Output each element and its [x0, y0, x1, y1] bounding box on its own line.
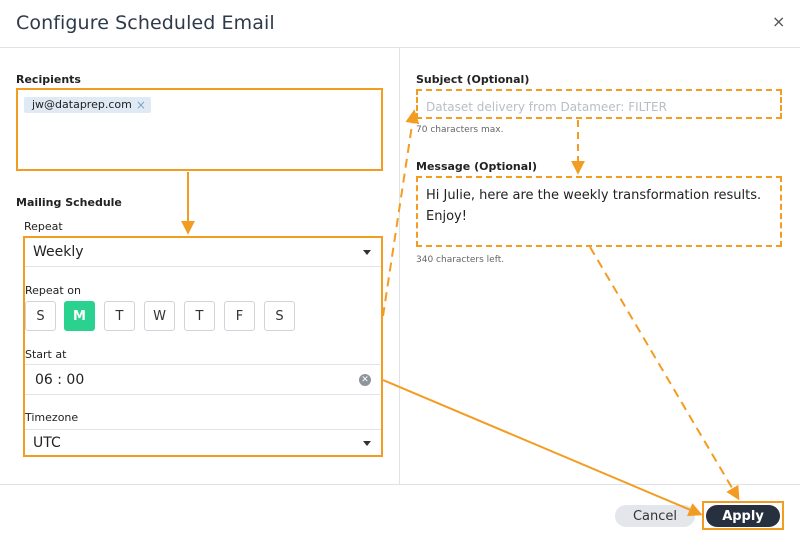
day-monday[interactable]: M [64, 301, 95, 331]
message-label: Message (Optional) [416, 160, 537, 173]
repeat-select[interactable]: Weekly [25, 238, 381, 267]
header-divider [0, 47, 800, 48]
chevron-down-icon [363, 250, 371, 255]
subject-placeholder: Dataset delivery from Datameer: FILTER [426, 100, 667, 114]
day-wednesday[interactable]: W [144, 301, 175, 331]
recipients-input[interactable] [16, 88, 383, 171]
cancel-button[interactable]: Cancel [615, 505, 695, 527]
repeat-label: Repeat [24, 220, 63, 233]
apply-highlight-box [702, 501, 784, 530]
close-icon[interactable]: × [772, 12, 786, 31]
recipient-email: jw@dataprep.com [32, 98, 132, 111]
day-tuesday[interactable]: T [104, 301, 135, 331]
arrow-start-to-apply [382, 379, 703, 517]
apply-button[interactable]: Apply [706, 505, 780, 527]
recipient-tag[interactable]: jw@dataprep.com × [24, 97, 151, 113]
mailing-schedule-label: Mailing Schedule [16, 196, 122, 209]
day-thursday[interactable]: T [184, 301, 215, 331]
footer-divider [0, 484, 800, 485]
arrow-message-to-apply [589, 246, 740, 501]
remove-tag-icon[interactable]: × [135, 98, 146, 112]
dialog-title: Configure Scheduled Email [16, 12, 275, 34]
recipients-label: Recipients [16, 73, 81, 86]
message-text: Hi Julie, here are the weekly transforma… [426, 188, 762, 224]
repeat-on-label: Repeat on [25, 284, 81, 297]
message-textarea[interactable]: Hi Julie, here are the weekly transforma… [416, 176, 782, 247]
subject-hint: 70 characters max. [416, 125, 504, 135]
message-hint: 340 characters left. [416, 255, 505, 265]
start-time-value: 06 : 00 [35, 371, 85, 388]
schedule-highlight-box [23, 236, 383, 457]
start-time-input[interactable]: 06 : 00 ✕ [25, 364, 380, 395]
timezone-value: UTC [33, 434, 61, 451]
column-divider [399, 48, 400, 484]
timezone-select[interactable]: UTC [25, 429, 381, 455]
day-sunday[interactable]: S [25, 301, 56, 331]
day-friday[interactable]: F [224, 301, 255, 331]
chevron-down-icon [363, 440, 371, 446]
day-saturday[interactable]: S [264, 301, 295, 331]
repeat-value: Weekly [33, 244, 84, 260]
subject-input[interactable]: Dataset delivery from Datameer: FILTER [416, 89, 782, 119]
subject-label: Subject (Optional) [416, 73, 530, 86]
timezone-label: Timezone [25, 411, 79, 424]
start-at-label: Start at [25, 348, 67, 361]
clear-icon[interactable]: ✕ [359, 374, 371, 386]
